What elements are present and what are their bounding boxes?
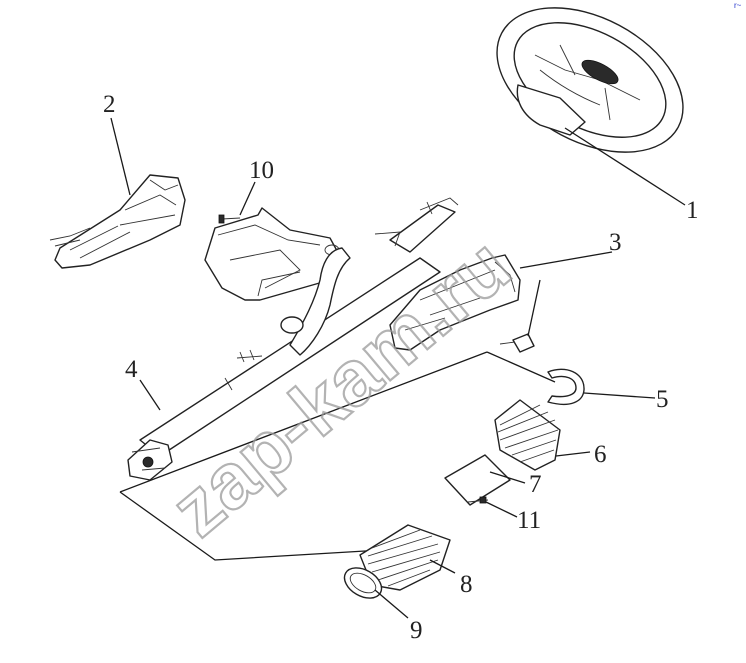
callout-1: 1 — [686, 197, 699, 224]
steering-column — [139, 197, 459, 457]
callout-8: 8 — [460, 571, 473, 598]
steering-wheel — [496, 7, 684, 153]
callout-5: 5 — [656, 386, 669, 413]
lower-shroud — [389, 254, 535, 353]
callout-3: 3 — [609, 229, 622, 256]
upper-shroud — [49, 174, 186, 269]
callout-4: 4 — [125, 356, 138, 383]
callout-11: 11 — [517, 507, 541, 534]
column-bracket — [204, 207, 343, 301]
leader-lines — [110, 117, 686, 619]
callout-6: 6 — [594, 441, 607, 468]
callout-10: 10 — [249, 157, 274, 184]
corner-mark: r~ — [734, 1, 742, 10]
plate-7 — [444, 454, 511, 506]
clip-5 — [547, 368, 585, 406]
callout-2: 2 — [103, 91, 116, 118]
callout-7: 7 — [529, 471, 542, 498]
bolt-10 — [218, 214, 241, 224]
boot-6 — [494, 399, 561, 471]
callout-9: 9 — [410, 617, 423, 644]
screw-11 — [467, 496, 489, 504]
callout-labels: 1 2 3 4 5 6 7 8 9 10 11 — [103, 91, 699, 644]
universal-joint — [127, 439, 173, 481]
